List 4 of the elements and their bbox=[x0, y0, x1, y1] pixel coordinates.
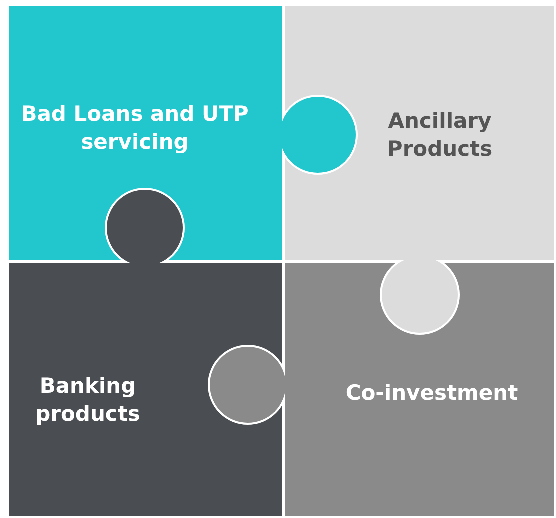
piece-label: Bad Loans and UTP servicing bbox=[20, 101, 250, 156]
piece-label: Ancillary Products bbox=[386, 108, 494, 163]
piece-label: Banking products bbox=[34, 373, 142, 428]
piece-label: Co-investment bbox=[344, 380, 520, 407]
